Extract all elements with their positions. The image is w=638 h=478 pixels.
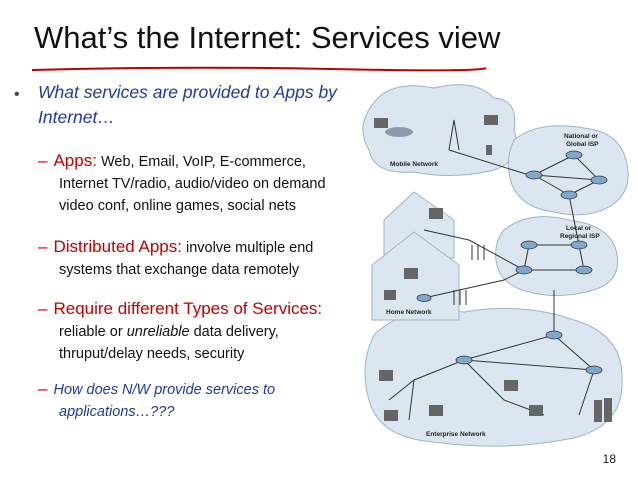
national-isp-label-2: Global ISP: [566, 141, 599, 148]
home-network-label: Home Network: [386, 309, 432, 316]
require-item: –Require different Types of Services: re…: [38, 298, 373, 365]
distributed-item: –Distributed Apps: involve multiple end …: [38, 236, 373, 281]
apps-line3: video conf, online games, social nets: [59, 198, 296, 214]
phone-icon: [486, 145, 492, 155]
apps-line2: Internet TV/radio, audio/video on demand: [59, 176, 326, 192]
desktop-icon: [429, 208, 443, 219]
local-isp-cloud: [495, 216, 619, 297]
bullet-dot: •: [14, 86, 20, 103]
laptop-icon: [484, 115, 498, 125]
routers: [416, 150, 608, 375]
require-head: Require different Types of Services:: [53, 299, 323, 318]
require-line2: thruput/delay needs, security: [59, 346, 245, 362]
slide-title: What’s the Internet: Services view: [34, 20, 501, 55]
apps-item: –Apps: Web, Email, VoIP, E-commerce, Int…: [38, 150, 373, 217]
dash-marker: –: [38, 151, 48, 170]
dash-marker: –: [38, 299, 48, 318]
apps-head: Apps:: [53, 151, 97, 170]
server-icon: [604, 398, 612, 422]
distributed-line2: systems that exchange data remotely: [59, 262, 300, 278]
national-isp-label-1: National or: [564, 133, 598, 140]
title-underline: [31, 66, 487, 72]
router-icon: [416, 294, 432, 302]
router-icon: [525, 170, 543, 180]
local-isp-label-2: Regional ISP: [560, 233, 600, 240]
router-icon: [590, 175, 608, 185]
hosts: [374, 115, 612, 422]
mobile-network-cloud: [362, 84, 517, 177]
router-icon: [565, 150, 583, 160]
local-isp-label-1: Local or: [566, 225, 592, 232]
enterprise-network-label: Enterprise Network: [426, 431, 486, 438]
apps-rest: Web, Email, VoIP, E-commerce,: [96, 154, 306, 170]
router-icon: [520, 240, 538, 250]
require-line1-c: data delivery,: [189, 324, 279, 340]
desktop-icon: [404, 268, 418, 279]
how-line2: applications…???: [59, 404, 175, 420]
router-icon: [515, 265, 533, 275]
router-icon: [575, 265, 593, 275]
desktop-icon: [384, 290, 396, 300]
router-icon: [570, 240, 588, 250]
national-isp-cloud: [508, 125, 629, 216]
how-item: –How does N/W provide services to applic…: [38, 378, 373, 423]
question-text: What services are provided to Apps by In…: [38, 82, 337, 127]
network-diagram: Mobile Network National or Global ISP Lo…: [362, 84, 629, 447]
require-line1-b: unreliable: [126, 324, 190, 340]
require-line1-a: reliable or: [59, 324, 127, 340]
router-icon: [585, 365, 603, 375]
dash-marker: –: [38, 237, 48, 256]
enterprise-network-cloud: [364, 307, 623, 447]
desktop-icon: [384, 410, 398, 421]
dash-marker: –: [38, 379, 48, 398]
desktop-icon: [529, 405, 543, 416]
desktop-icon: [379, 370, 393, 381]
antenna-icons: [453, 245, 485, 305]
server-icon: [594, 400, 602, 422]
how-line1: How does N/W provide services to: [53, 382, 276, 398]
car-icon: [385, 127, 413, 137]
page-number: 18: [602, 452, 616, 466]
desktop-icon: [504, 380, 518, 391]
mobile-network-label: Mobile Network: [390, 161, 438, 168]
desktop-icon: [429, 405, 443, 416]
router-icon: [560, 190, 578, 200]
distributed-head: Distributed Apps:: [53, 237, 182, 256]
laptop-icon: [374, 118, 388, 128]
router-icon: [455, 355, 473, 365]
router-icon: [545, 330, 563, 340]
cell-tower-icon: [448, 119, 460, 151]
distributed-rest: involve multiple end: [181, 240, 314, 256]
